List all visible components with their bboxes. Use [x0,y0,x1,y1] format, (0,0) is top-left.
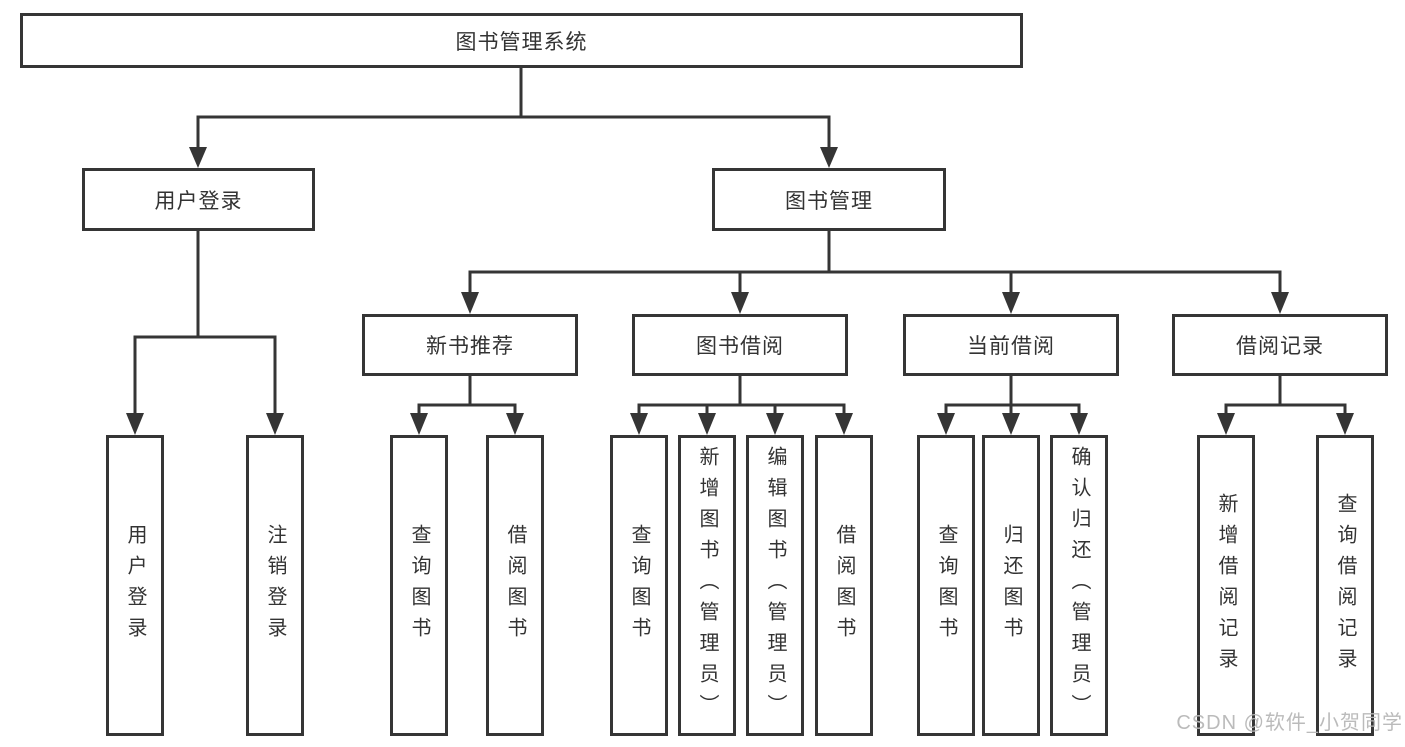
leaf-edit-book-admin-label: 编辑图书（管理员） [764,446,786,725]
node-current-borrow: 当前借阅 [903,314,1119,376]
leaf-return-books-label: 归还图书 [1000,523,1022,648]
leaf-recommend-query-books-label: 查询图书 [408,523,430,648]
node-book-management: 图书管理 [712,168,946,231]
leaf-logout-label: 注销登录 [264,523,286,648]
leaf-recommend-borrow-books-label: 借阅图书 [504,523,526,648]
leaf-recommend-query-books: 查询图书 [390,435,448,736]
node-user-login-label: 用户登录 [154,189,243,213]
leaf-return-books: 归还图书 [982,435,1040,736]
node-new-book-recommend: 新书推荐 [362,314,578,376]
leaf-current-query-books-label: 查询图书 [935,523,957,648]
leaf-borrow-books: 借阅图书 [815,435,873,736]
leaf-query-borrow-record: 查询借阅记录 [1316,435,1374,736]
leaf-logout: 注销登录 [246,435,304,736]
node-book-borrow: 图书借阅 [632,314,848,376]
leaf-confirm-return-admin: 确认归还（管理员） [1050,435,1108,736]
leaf-user-login: 用户登录 [106,435,164,736]
leaf-user-login-label: 用户登录 [124,523,146,648]
csdn-watermark: CSDN @软件_小贺同学 [1176,712,1403,734]
leaf-add-borrow-record: 新增借阅记录 [1197,435,1255,736]
node-book-management-label: 图书管理 [785,189,873,213]
leaf-query-borrow-record-label: 查询借阅记录 [1334,492,1356,679]
leaf-add-borrow-record-label: 新增借阅记录 [1215,492,1237,679]
leaf-recommend-borrow-books: 借阅图书 [486,435,544,736]
node-borrow-record: 借阅记录 [1172,314,1388,376]
node-root-system: 图书管理系统 [20,13,1023,68]
node-user-login: 用户登录 [82,168,315,231]
leaf-edit-book-admin: 编辑图书（管理员） [746,435,804,736]
node-borrow-record-label: 借阅记录 [1236,335,1324,358]
leaf-borrow-books-label: 借阅图书 [833,523,855,648]
node-current-borrow-label: 当前借阅 [967,335,1055,358]
leaf-add-book-admin-label: 新增图书（管理员） [696,446,718,725]
leaf-current-query-books: 查询图书 [917,435,975,736]
node-book-borrow-label: 图书借阅 [696,335,784,358]
node-root-label: 图书管理系统 [455,30,588,54]
arrowheads [126,147,1354,435]
leaf-confirm-return-admin-label: 确认归还（管理员） [1068,446,1090,725]
node-new-book-recommend-label: 新书推荐 [426,335,514,358]
leaf-add-book-admin: 新增图书（管理员） [678,435,736,736]
leaf-borrow-query-books: 查询图书 [610,435,668,736]
leaf-borrow-query-books-label: 查询图书 [628,523,650,648]
